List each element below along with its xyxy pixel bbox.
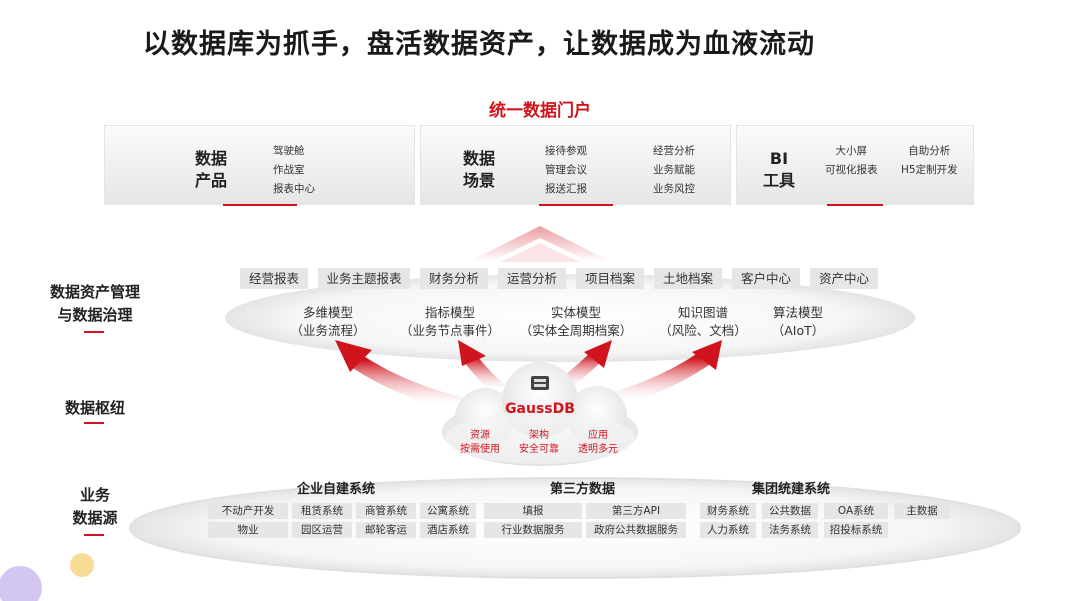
arrow-to-indicator-model: [464, 353, 505, 396]
source-tag: 公寓系统: [420, 503, 476, 519]
panel-item: 驾驶舱: [273, 145, 305, 157]
source-tag: 邮轮客运: [356, 522, 416, 538]
hub-feature: 架构 安全可靠: [519, 430, 559, 455]
source-tag: 政府公共数据服务: [586, 522, 686, 538]
up-chevron-shape-inner: [500, 243, 580, 262]
arrowhead-3: [584, 340, 612, 368]
up-chevron-shape: [468, 226, 612, 262]
source-tag: 公共数据: [762, 503, 818, 519]
panel-items: 大小屏 可视化报表: [825, 142, 878, 180]
source-tag: 主数据: [894, 503, 950, 519]
arrowhead-1: [335, 340, 372, 372]
panel-item: 业务风控: [653, 183, 695, 195]
accent-line: [539, 204, 613, 206]
source-tag: OA系统: [824, 503, 888, 519]
section-accent-line: [84, 534, 104, 536]
panel-item: 管理会议: [545, 164, 587, 176]
section-accent-line: [84, 331, 104, 333]
panel-item: 可视化报表: [825, 164, 878, 176]
section-accent-line: [84, 422, 104, 424]
server-icon: [531, 376, 549, 390]
asset-tag: 资产中心: [810, 268, 878, 289]
asset-tag: 土地档案: [654, 268, 722, 289]
model-entity: 实体模型 （实体全周期档案）: [519, 305, 633, 338]
arrowhead-4: [692, 340, 722, 370]
source-group-title-enterprise: 企业自建系统: [297, 482, 376, 497]
source-tag: 不动产开发: [208, 503, 288, 519]
source-tag: 园区运营: [292, 522, 352, 538]
panel-item: 大小屏: [835, 145, 868, 157]
source-tag: 招投标系统: [824, 522, 888, 538]
gaussdb-cloud: [442, 362, 638, 466]
accent-line: [223, 204, 297, 206]
model-knowledge-graph: 知识图谱 （风险、文档）: [659, 305, 747, 338]
panel-items: 接待参观 管理会议 报送汇报: [545, 142, 587, 199]
source-tag: 第三方API: [586, 503, 686, 519]
source-group-title-group: 集团统建系统: [752, 482, 831, 497]
panel-title: 数据 场景: [463, 149, 496, 190]
portal-title: 统一数据门户: [489, 101, 591, 121]
portal-panel-bi-tools: BI 工具 大小屏 可视化报表 自助分析 H5定制开发: [736, 125, 974, 206]
decor-bubble-yellow: [70, 553, 94, 577]
panel-items: 经营分析 业务赋能 业务风控: [653, 142, 695, 199]
model-algorithm: 算法模型 （AIoT）: [771, 305, 825, 338]
decor-bubble-purple: [0, 566, 42, 601]
source-tag: 人力系统: [700, 522, 756, 538]
section-label-business-sources: 业务 数据源: [72, 486, 118, 527]
arrowhead-2: [458, 340, 486, 366]
arrow-to-knowledge-graph: [607, 350, 713, 408]
arrow-to-multidim-model: [347, 352, 468, 413]
source-tag: 财务系统: [700, 503, 756, 519]
panel-items: 自助分析 H5定制开发: [901, 142, 958, 180]
source-tag: 商管系统: [356, 503, 416, 519]
gaussdb-label: GaussDB: [505, 401, 575, 417]
panel-item: H5定制开发: [901, 164, 958, 176]
panel-title: BI 工具: [763, 149, 796, 190]
model-indicator: 指标模型 （业务节点事件）: [399, 305, 500, 338]
accent-line: [827, 204, 883, 206]
asset-tag: 客户中心: [732, 268, 800, 289]
section-label-asset-governance: 数据资产管理 与数据治理: [49, 283, 140, 324]
section-label-data-hub: 数据枢纽: [64, 399, 125, 417]
panel-title: 数据 产品: [195, 149, 228, 190]
portal-panel-data-scenarios: 数据 场景 接待参观 管理会议 报送汇报 经营分析 业务赋能 业务风控: [420, 125, 731, 206]
source-tag: 租赁系统: [292, 503, 352, 519]
page-title: 以数据库为抓手，盘活数据资产，让数据成为血液流动: [143, 29, 815, 60]
hub-feature: 应用 透明多元: [578, 430, 618, 455]
panel-item: 业务赋能: [653, 164, 695, 176]
source-group-title-third-party: 第三方数据: [550, 482, 616, 497]
source-tag: 法务系统: [762, 522, 818, 538]
asset-tag: 项目档案: [576, 268, 644, 289]
panel-item: 作战室: [273, 164, 305, 176]
hub-feature: 资源 按需使用: [460, 430, 500, 455]
panel-item: 报送汇报: [545, 183, 587, 195]
panel-item: 经营分析: [653, 145, 695, 157]
panel-items: 驾驶舱 作战室 报表中心: [273, 142, 315, 199]
asset-tag: 运营分析: [498, 268, 566, 289]
portal-panel-data-products: 数据 产品 驾驶舱 作战室 报表中心: [104, 125, 415, 206]
source-tag: 酒店系统: [420, 522, 476, 538]
asset-tag: 业务主题报表: [318, 268, 410, 289]
panel-item: 接待参观: [545, 145, 587, 157]
source-tag: 填报: [484, 503, 582, 519]
asset-tag: 经营报表: [240, 268, 308, 289]
source-tag: 物业: [208, 522, 288, 538]
asset-tag: 财务分析: [420, 268, 488, 289]
source-tag: 行业数据服务: [484, 522, 582, 538]
panel-item: 报表中心: [273, 183, 315, 195]
panel-item: 自助分析: [908, 145, 951, 157]
asset-layer-ellipse: [225, 274, 915, 362]
model-multidimensional: 多维模型 （业务流程）: [290, 305, 366, 338]
